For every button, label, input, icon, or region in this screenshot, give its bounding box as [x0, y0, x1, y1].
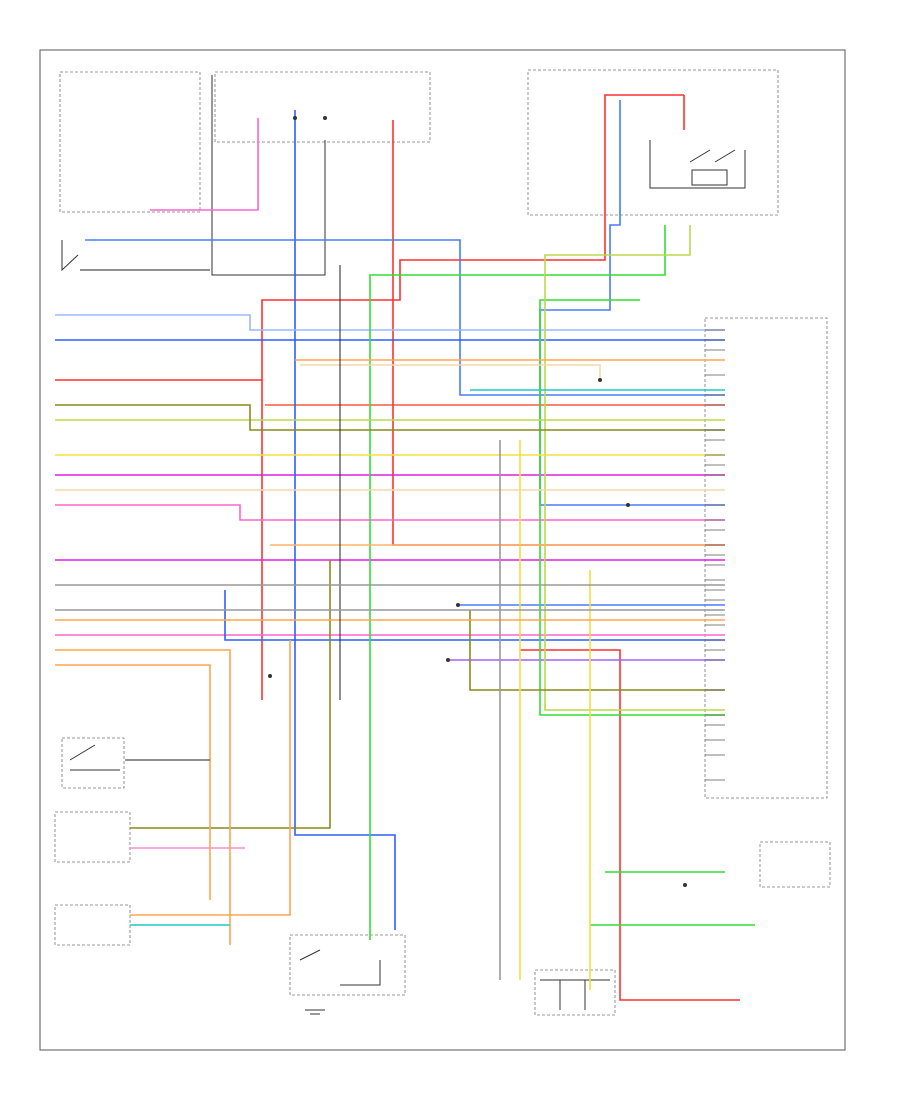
- wire-olive-1: [55, 404, 725, 431]
- wire-tan-2: [300, 364, 601, 380]
- vehicle-speed-sensor-box: [54, 904, 131, 946]
- wire-yellowgreen-1: [544, 225, 725, 711]
- splice-4: [598, 378, 602, 382]
- splice-7: [268, 674, 272, 678]
- fuse-block-box: [214, 71, 431, 143]
- pcm-connector-box: [704, 317, 828, 799]
- splice-8: [683, 883, 687, 887]
- pcm-pin-stubs: [705, 329, 725, 781]
- splice-1: [456, 603, 460, 607]
- fuse-bus-line: [211, 75, 326, 276]
- ignition-switch-box: [59, 71, 201, 213]
- pressure-switch-symbol: [299, 949, 381, 986]
- trans-range-switch-symbol: [69, 744, 120, 771]
- wire-green-2: [539, 299, 725, 716]
- wire-blue-1: [294, 110, 396, 930]
- splice-points: [268, 116, 687, 887]
- splice-3: [626, 503, 630, 507]
- pressure-switch-box: [289, 934, 406, 996]
- wire-red-bottom: [520, 649, 740, 1001]
- wire-green-1: [369, 225, 666, 940]
- oxygen-sensor-symbol: [61, 240, 79, 272]
- splice-6: [323, 116, 327, 120]
- wire-lightblue-1: [55, 314, 725, 331]
- pin-stub-group: [705, 329, 725, 781]
- wire-olive-3: [469, 610, 725, 691]
- relay-contacts-symbol: [689, 149, 736, 163]
- relay-coil-symbol: [649, 140, 746, 189]
- wire-red-3: [392, 120, 725, 546]
- bottom-module-box: [534, 969, 616, 1016]
- wire-blue-4: [539, 100, 725, 506]
- wire-olive-2: [130, 560, 331, 829]
- wire-red-main: [261, 94, 685, 700]
- diagram-frame: [39, 49, 846, 1051]
- wire-harness: [55, 94, 755, 1001]
- relay-center-box: [527, 69, 779, 216]
- transmission-sensor-box: [54, 811, 131, 863]
- wire-blue-2: [85, 239, 725, 396]
- component-outlines: [54, 69, 831, 1016]
- bottom-module-connector: [540, 979, 610, 1010]
- wire-orange-3: [130, 640, 291, 916]
- tcc-solenoid-box: [759, 841, 831, 888]
- component-blocks: [61, 75, 746, 1015]
- splice-2: [446, 658, 450, 662]
- splice-5: [293, 116, 297, 120]
- wire-orange-6: [55, 664, 211, 900]
- wire-blue-5: [224, 590, 725, 641]
- trans-range-box: [61, 737, 125, 789]
- ground-symbol-bottom: [305, 1009, 325, 1015]
- wire-orange-4: [55, 649, 231, 945]
- wire-pink-2: [55, 504, 725, 521]
- relay-switch-symbol: [691, 169, 728, 186]
- wire-pink-1: [150, 118, 259, 211]
